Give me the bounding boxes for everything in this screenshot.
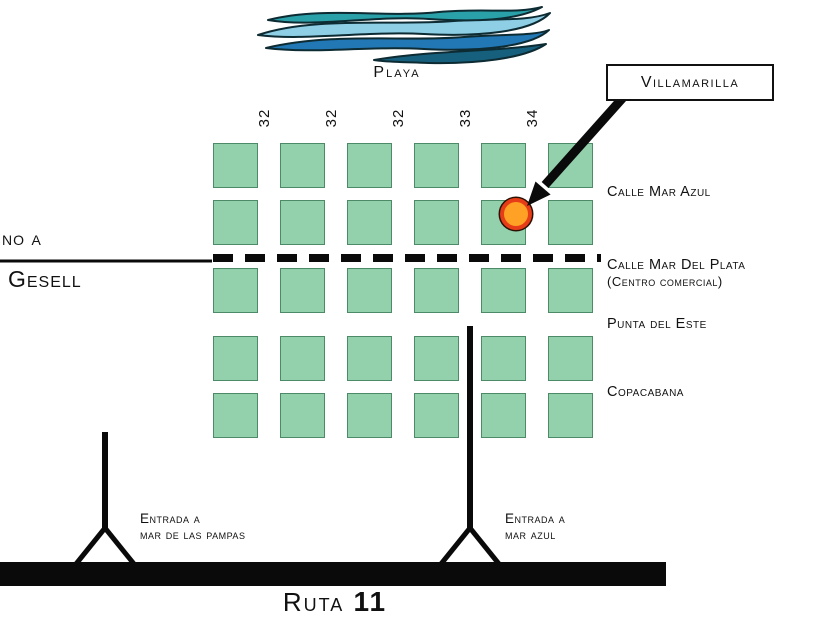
city-block bbox=[347, 393, 392, 438]
city-block bbox=[213, 143, 258, 188]
entrance-label-pampas: Entrada a mar de las pampas bbox=[140, 511, 245, 543]
wave-shape bbox=[267, 6, 543, 24]
villamarilla-label-box: Villamarilla bbox=[606, 64, 774, 101]
block-row bbox=[213, 268, 593, 313]
city-block bbox=[347, 336, 392, 381]
entrance-label-mar-azul: Entrada a mar azul bbox=[505, 511, 565, 543]
city-block bbox=[548, 336, 593, 381]
city-block bbox=[414, 200, 459, 245]
entrance-pampas-line1: Entrada a bbox=[140, 511, 201, 526]
block-row bbox=[213, 143, 593, 188]
waves-icon bbox=[257, 6, 551, 65]
entrada-pampas-road bbox=[74, 432, 136, 566]
route-name: Ruta bbox=[282, 587, 345, 617]
city-block bbox=[347, 268, 392, 313]
block-row bbox=[213, 393, 593, 438]
villamarilla-arrow-icon bbox=[527, 89, 632, 206]
city-block bbox=[548, 200, 593, 245]
block-row bbox=[213, 336, 593, 381]
city-block bbox=[347, 200, 392, 245]
wave-shape bbox=[373, 43, 547, 65]
wave-shape bbox=[265, 29, 550, 52]
city-block bbox=[414, 393, 459, 438]
city-block bbox=[213, 200, 258, 245]
city-block bbox=[481, 143, 526, 188]
wave-shape bbox=[257, 12, 551, 38]
city-block bbox=[280, 200, 325, 245]
city-block bbox=[280, 143, 325, 188]
city-block bbox=[414, 143, 459, 188]
city-block bbox=[213, 393, 258, 438]
location-marker bbox=[500, 198, 532, 230]
street-label-punta-del-este: Punta del Este bbox=[607, 316, 707, 332]
city-block bbox=[548, 268, 593, 313]
city-block bbox=[481, 268, 526, 313]
left-road-label-line1: no a bbox=[2, 228, 42, 250]
city-block bbox=[347, 143, 392, 188]
beach-label: Playa bbox=[373, 64, 421, 81]
city-block bbox=[280, 268, 325, 313]
ruta-11-road bbox=[0, 562, 666, 586]
street-sublabel-centro-comercial: (Centro comercial) bbox=[607, 274, 723, 289]
left-road-label-line2: Gesell bbox=[8, 266, 82, 292]
entrance-mar-azul-line1: Entrada a bbox=[505, 511, 566, 526]
city-block bbox=[280, 393, 325, 438]
city-block bbox=[414, 336, 459, 381]
city-block bbox=[548, 393, 593, 438]
city-block bbox=[414, 268, 459, 313]
street-label-copacabana: Copacabana bbox=[607, 384, 684, 400]
street-label-mar-azul: Calle Mar Azul bbox=[607, 184, 711, 200]
entrada-mar-azul-road bbox=[439, 326, 501, 566]
street-label-mar-del-plata: Calle Mar Del Plata bbox=[607, 257, 746, 273]
city-block bbox=[213, 336, 258, 381]
villamarilla-label: Villamarilla bbox=[640, 73, 740, 91]
entrance-pampas-line2: mar de las pampas bbox=[140, 527, 246, 542]
city-block bbox=[213, 268, 258, 313]
route-number: 11 bbox=[353, 586, 388, 617]
city-block bbox=[280, 336, 325, 381]
city-block bbox=[481, 336, 526, 381]
route-label: Ruta 11 bbox=[235, 586, 435, 618]
city-block bbox=[481, 393, 526, 438]
entrance-mar-azul-line2: mar azul bbox=[505, 527, 556, 542]
